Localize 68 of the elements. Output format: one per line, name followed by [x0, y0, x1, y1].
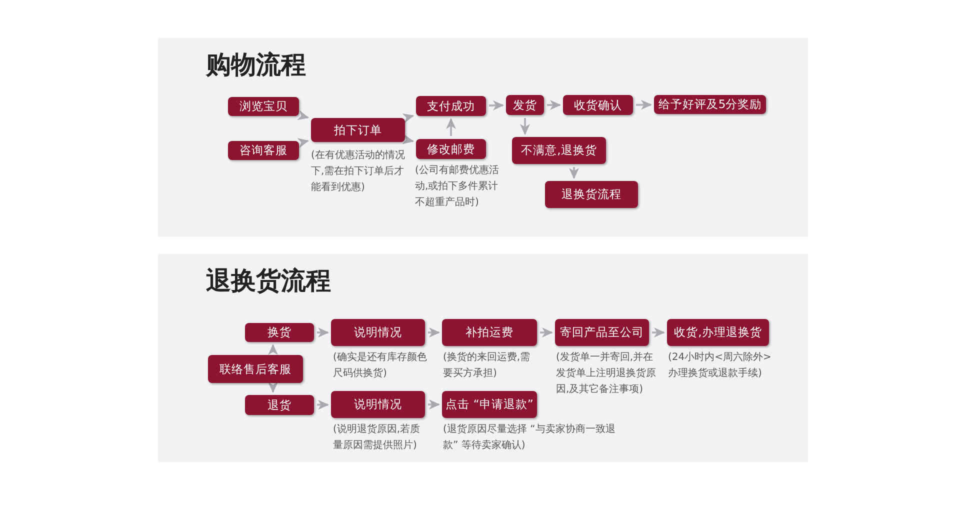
- process-box: [416, 139, 486, 159]
- step-label: 点击 “申请退款”: [446, 397, 534, 412]
- process-box: [331, 319, 425, 346]
- process-box: [545, 181, 638, 208]
- step-label: 寄回产品至公司: [560, 325, 644, 340]
- arrow: [402, 134, 414, 144]
- step-label: 不满意,退换货: [521, 143, 597, 158]
- process-box: [311, 118, 405, 142]
- arrow: [428, 400, 440, 410]
- arrow: [297, 138, 310, 148]
- section-title: 购物流程: [206, 49, 306, 81]
- arrow: [569, 167, 579, 179]
- arrow: [428, 328, 440, 338]
- step-note: (公司有邮费优惠活动,或拍下多件累计不超重产品时): [415, 164, 500, 210]
- arrow: [446, 118, 456, 136]
- arrow: [547, 100, 561, 110]
- step-label: 收货,办理退换货: [674, 325, 762, 340]
- process-box: [512, 137, 606, 164]
- arrow: [297, 110, 310, 120]
- step-label: 支付成功: [427, 98, 475, 114]
- step-label: 说明情况: [354, 325, 402, 340]
- process-box: [331, 391, 425, 418]
- arrow: [520, 118, 530, 135]
- section-panel: [158, 38, 808, 237]
- process-box: [555, 319, 649, 346]
- process-box: [228, 141, 299, 160]
- step-label: 退货: [268, 398, 292, 412]
- arrow: [268, 382, 278, 393]
- process-box: [442, 319, 537, 346]
- step-label: 修改邮费: [427, 142, 475, 156]
- step-label: 换货: [268, 325, 292, 340]
- section-title: 退换货流程: [206, 265, 331, 297]
- section-panel: [158, 254, 808, 462]
- step-label: 给予好评及5分奖励: [658, 97, 762, 112]
- step-note: (退货原因尽量选择 “与卖家协商一致退款” 等待卖家确认): [443, 422, 616, 453]
- arrow: [268, 344, 278, 355]
- step-note: (确实是还有库存颜色尺码供换货): [333, 350, 428, 381]
- process-box: [654, 95, 766, 114]
- arrow: [488, 100, 504, 110]
- step-note: (发货单一并寄回,并在发货单上注明退换货原因,及其它备注事项): [556, 350, 656, 397]
- process-box: [416, 96, 486, 116]
- process-box: [208, 355, 303, 383]
- step-label: 拍下订单: [334, 122, 382, 138]
- step-note: (在有优惠活动的情况下,需在拍下订单后才能看到优惠): [311, 148, 406, 195]
- process-box: [245, 323, 314, 342]
- step-label: 收货确认: [574, 98, 622, 112]
- step-label: 退换货流程: [562, 187, 622, 202]
- arrow: [402, 113, 414, 124]
- step-label: 浏览宝贝: [240, 99, 288, 114]
- step-label: 补拍运费: [466, 325, 514, 340]
- arrow: [652, 328, 665, 338]
- process-box: [506, 95, 544, 115]
- arrow: [540, 328, 553, 338]
- arrow: [317, 400, 329, 410]
- process-box: [667, 319, 769, 346]
- process-box: [245, 395, 314, 415]
- step-note: (24小时内<周六除外>办理换货或退款手续): [668, 350, 772, 381]
- step-label: 说明情况: [354, 397, 402, 412]
- process-box: [563, 95, 633, 115]
- step-note: (说明退货原因,若质量原因需提供照片): [333, 422, 422, 453]
- step-label: 咨询客服: [240, 143, 288, 158]
- process-box: [442, 391, 537, 418]
- step-note: (换货的来回运费,需要买方承担): [443, 350, 532, 381]
- step-label: 发货: [513, 98, 537, 112]
- arrow: [636, 100, 652, 110]
- arrow: [317, 328, 329, 338]
- step-label: 联络售后客服: [220, 362, 292, 376]
- process-box: [228, 97, 299, 116]
